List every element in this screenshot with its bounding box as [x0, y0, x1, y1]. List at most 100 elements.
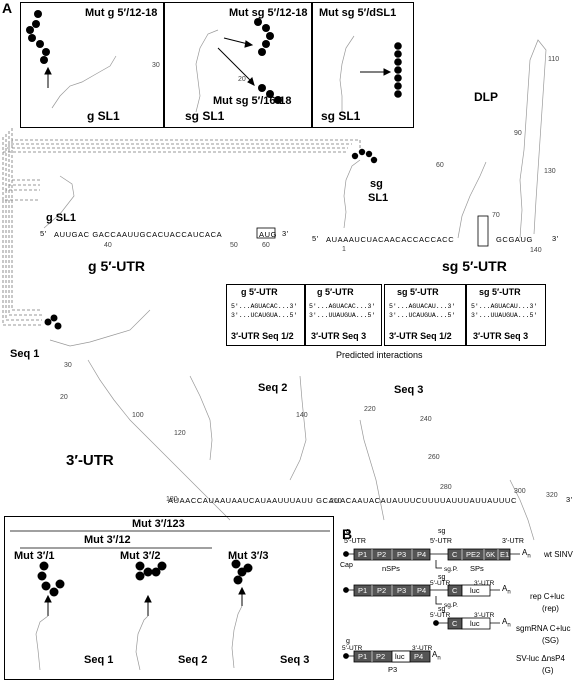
gene-label: P3 [397, 586, 407, 595]
pos-number: 40 [104, 242, 112, 249]
interaction-footer: 3′-UTR Seq 3 [311, 331, 367, 341]
sg-sl1-label-a: sg [370, 178, 383, 190]
construct-name-2: (G) [542, 666, 554, 675]
an-n: n [437, 655, 441, 662]
pos-number: 320 [546, 492, 558, 499]
pos-number: 60 [262, 242, 270, 249]
b-utr3-label: 3′-UTR [474, 612, 495, 619]
gene-label: P4 [417, 550, 427, 559]
mut3-box [4, 516, 334, 680]
interaction-line2: 3′...UCAUGUA...5′ [231, 312, 298, 319]
gene-label: C [452, 550, 458, 559]
utr3-tail: 3′ [566, 495, 573, 504]
pos-number: 140 [296, 412, 308, 419]
an-label: An [522, 548, 531, 560]
pos-number: 120 [174, 430, 186, 437]
an-label: An [502, 617, 511, 629]
sg-sl1-label-b: SL1 [368, 192, 389, 204]
gene-label: P4 [414, 652, 424, 661]
b-utr3-label: 3′-UTR [474, 580, 495, 587]
pos-number: 50 [230, 242, 238, 249]
sg-utr-5prime: 5′ [312, 234, 319, 243]
an-n: n [507, 589, 511, 596]
pos-number: 140 [530, 247, 542, 254]
mut-g-box: Mut g 5′/12-18 g SL1 [20, 2, 164, 128]
mutation-arrows [44, 37, 392, 88]
mut-g-label: g SL1 [87, 109, 120, 123]
interaction-line2: 3′...UUAUGUA...5′ [309, 312, 376, 319]
gene-label: P4 [417, 586, 427, 595]
panel-b-letter: B [342, 526, 353, 542]
interaction-4: sg 5′-UTR 5′...AGUACAU...3′ 3′...UUAUGUA… [466, 284, 546, 346]
sgp-label: sg.P. [444, 602, 458, 609]
gene-label: luc [470, 586, 480, 595]
gene-label: P2 [376, 652, 386, 661]
construct-name: SV-luc ΔnsP4 [516, 654, 565, 663]
panel-a-letter: A [2, 0, 13, 16]
mut-sg-label: sg SL1 [185, 109, 225, 123]
g-utr-3prime: 3′ [282, 229, 289, 238]
gene-label: P1 [358, 652, 368, 661]
b-sg-label: sg [438, 606, 446, 613]
interaction-header: sg 5′-UTR [397, 287, 439, 297]
interaction-1: g 5′-UTR 5′...AGUACAC...3′ 3′...UCAUGUA.… [226, 284, 306, 346]
sg-utr-tail: GCGAUG [496, 235, 533, 244]
b-g-label: g [346, 638, 350, 645]
interaction-header: sg 5′-UTR [479, 287, 521, 297]
seq3-label: Seq 3 [394, 384, 424, 396]
g-utr-sequence: AUUGAC GACCAAUUGCACUACCAUCACA [54, 230, 223, 239]
utr3-sequence: AUAACCAUAAUAAUCAUAAUUUAUU GCAUACAAUACAUA… [168, 496, 517, 505]
pos-number: 100 [132, 412, 144, 419]
construct-name-2: (SG) [542, 636, 559, 645]
pos-number: 30 [64, 362, 72, 369]
construct-name: sgmRNA C+luc [516, 624, 571, 633]
an-n: n [507, 622, 511, 629]
utr3-title: 3′-UTR [66, 452, 114, 469]
g-utr-aug: AUG [259, 230, 278, 239]
dashed-connectors [2, 128, 361, 326]
gene-label: P1 [358, 550, 368, 559]
b-utr3-label: 3′-UTR [412, 645, 433, 652]
pos-number: 280 [440, 484, 452, 491]
b-utr5-label: 5′-UTR [430, 538, 452, 545]
interaction-line1: 5′...AGUACAC...3′ [309, 303, 376, 310]
mut3-seq1-label: Seq 1 [84, 654, 114, 666]
pos-number: 110 [548, 56, 560, 63]
gene-label: P1 [358, 586, 368, 595]
gene-label: P2 [377, 550, 387, 559]
dlp-label: DLP [474, 90, 498, 104]
interaction-line2: 3′...UCAUGUA...5′ [389, 312, 456, 319]
nsps-label: nSPs [382, 564, 400, 573]
gene-label: C [452, 619, 458, 628]
mut-dsl1-title: Mut sg 5′/dSL1 [319, 7, 397, 19]
pos-number: 20 [238, 76, 246, 83]
b-utr5-label: 5′-UTR [430, 612, 451, 619]
an-label: An [432, 650, 441, 662]
interaction-footer: 3′-UTR Seq 1/2 [389, 331, 452, 341]
construct-name-2: (rep) [542, 604, 559, 613]
sg-utr-title: sg 5′-UTR [442, 258, 507, 274]
interaction-footer: 3′-UTR Seq 1/2 [231, 331, 294, 341]
pos-number: 70 [492, 212, 500, 219]
interaction-header: g 5′-UTR [317, 287, 354, 297]
gene-dividers [371, 549, 499, 662]
gene-label: P2 [377, 586, 387, 595]
gene-label: PE2 [466, 550, 481, 559]
mut3-12-title: Mut 3′/12 [84, 534, 131, 546]
pos-number: 300 [514, 488, 526, 495]
gene-label: 6K [486, 550, 496, 559]
g-utr-title: g 5′-UTR [88, 258, 146, 274]
mut-sg-title-top: Mut sg 5′/12-18 [229, 7, 308, 19]
mut-sg-box: Mut sg 5′/12-18 Mut sg 5′/16-18 sg SL1 [164, 2, 312, 128]
sg-utr-sequence: AUAAAUCUACAACACCACCACC [326, 235, 455, 244]
predicted-interactions-caption: Predicted interactions [336, 350, 423, 360]
g-sl1-label: g SL1 [46, 212, 76, 224]
an-a: A [522, 548, 528, 557]
pos-number: 180 [166, 496, 178, 503]
dlp-box [477, 215, 489, 247]
mut-sg-title-bottom: Mut sg 5′/16-18 [213, 95, 292, 107]
mut3-2-title: Mut 3′/2 [120, 550, 161, 562]
pos-number: 90 [514, 130, 522, 137]
sps-label: SPs [470, 564, 484, 573]
